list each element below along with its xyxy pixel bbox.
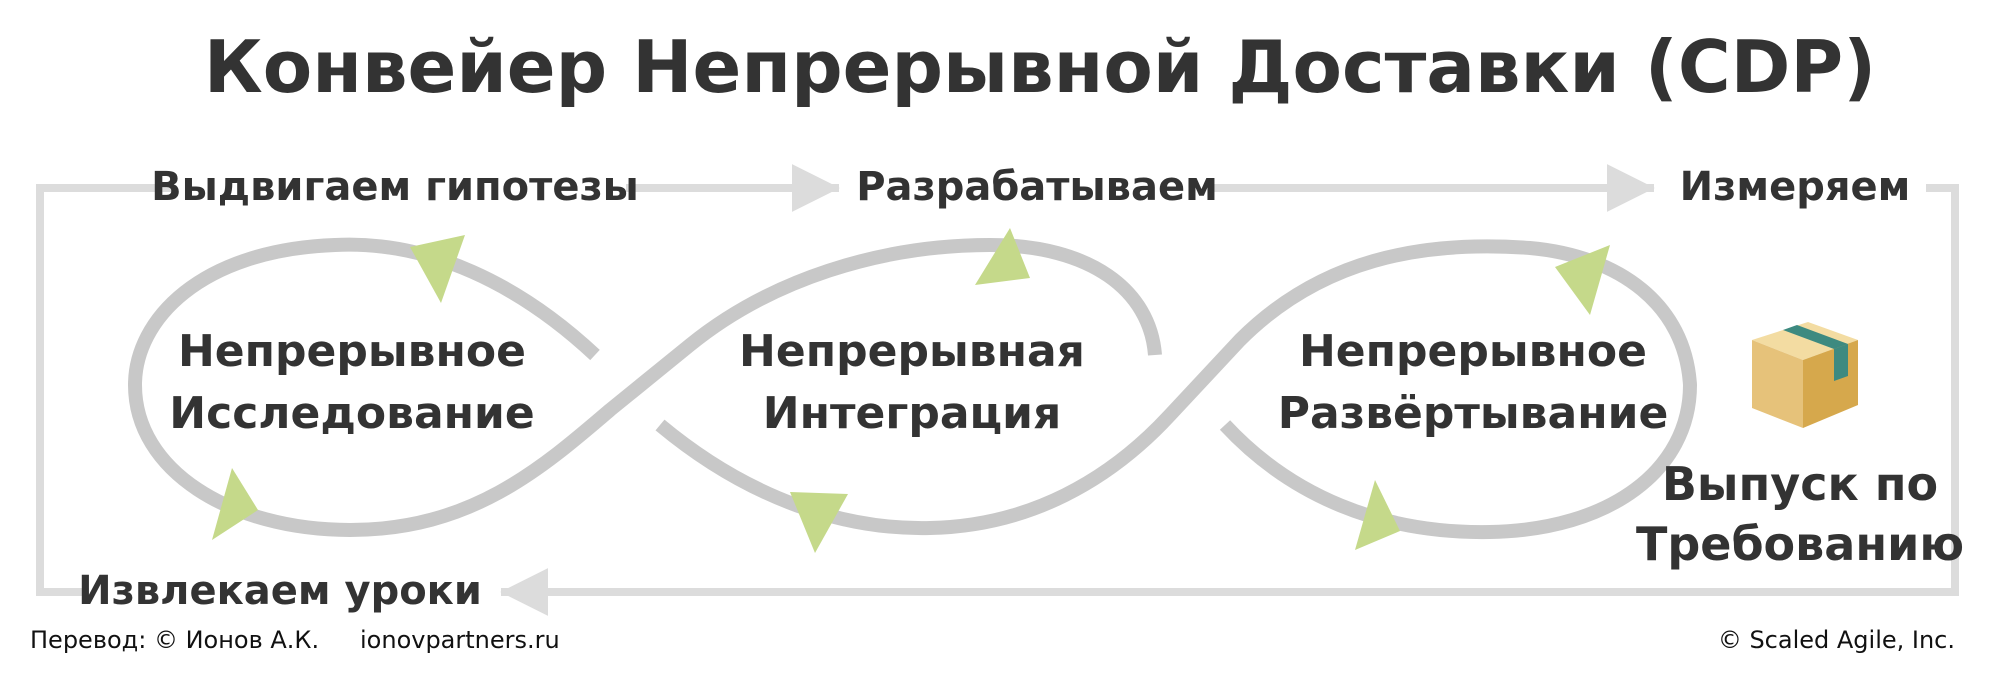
track-right bbox=[655, 239, 1698, 540]
translation-credit: Перевод: © Ионов А.К. bbox=[30, 626, 319, 654]
stage-hypothesize: Выдвигаем гипотезы bbox=[151, 164, 639, 210]
loop-integration-line1: Непрерывная bbox=[739, 326, 1085, 377]
arrowhead-exploration-bottom bbox=[212, 468, 258, 540]
loop-exploration-line1: Непрерывное bbox=[178, 326, 526, 377]
track-arrowheads bbox=[212, 228, 1610, 553]
frame-right bbox=[1926, 184, 1959, 596]
copyright: © Scaled Agile, Inc. bbox=[1718, 626, 1955, 654]
arrowhead-integration-top bbox=[975, 228, 1030, 285]
arrowhead-integration-bottom bbox=[790, 492, 848, 553]
stage-learn: Извлекаем уроки bbox=[78, 568, 482, 614]
outer-frame bbox=[36, 164, 1959, 616]
arrowhead-deployment-top bbox=[1555, 245, 1610, 315]
stage-measure: Измеряем bbox=[1680, 164, 1911, 210]
release-line2: Требованию bbox=[1636, 517, 1964, 571]
frame-left bbox=[36, 184, 172, 596]
loop-exploration-line2: Исследование bbox=[169, 388, 534, 439]
arrowhead-exploration-top bbox=[410, 235, 465, 303]
release-line1: Выпуск по bbox=[1662, 457, 1938, 511]
loop-deployment-line1: Непрерывное bbox=[1299, 326, 1647, 377]
loop-integration-line2: Интеграция bbox=[763, 388, 1061, 439]
arrowhead-deployment-bottom bbox=[1355, 480, 1400, 550]
page-title: Конвейер Непрерывной Доставки (CDP) bbox=[204, 25, 1876, 109]
pipeline-track bbox=[127, 237, 1698, 540]
site-link[interactable]: ionovpartners.ru bbox=[360, 626, 560, 654]
package-icon bbox=[1752, 322, 1858, 428]
track-left bbox=[127, 237, 1162, 538]
stage-build: Разрабатываем bbox=[856, 164, 1218, 210]
loop-deployment-line2: Развёртывание bbox=[1278, 388, 1669, 439]
